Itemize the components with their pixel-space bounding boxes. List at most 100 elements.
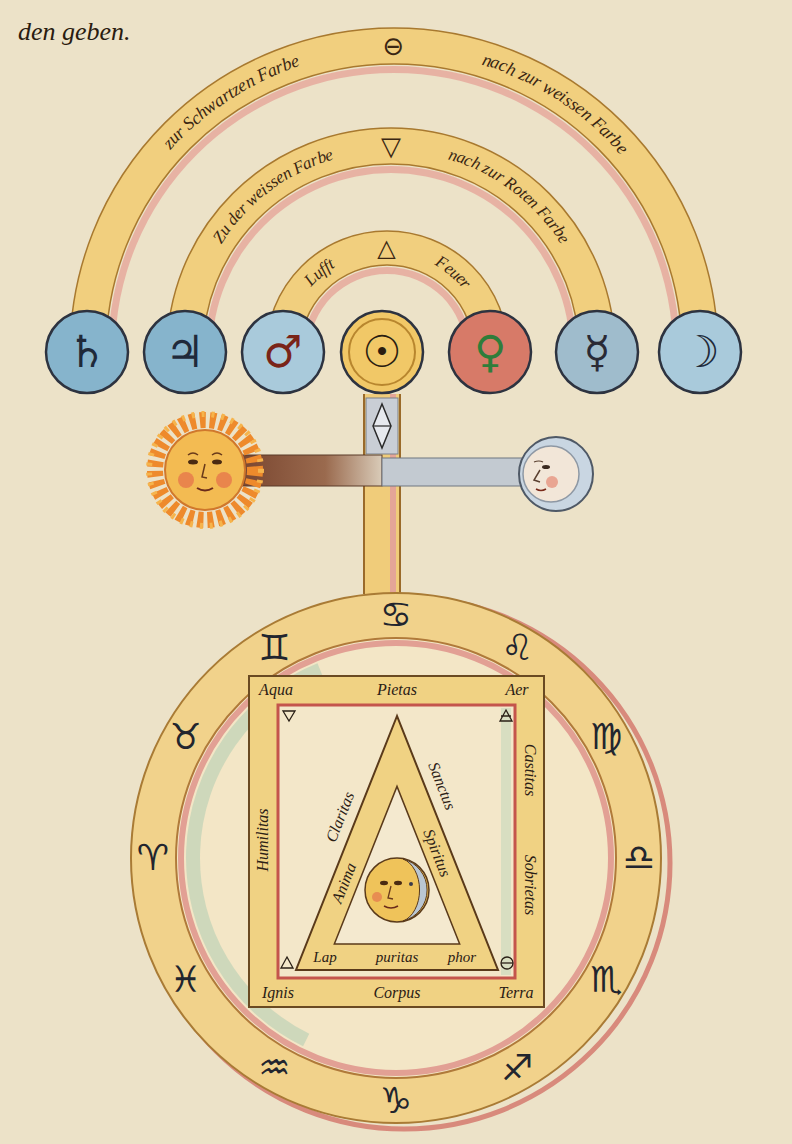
soul-triangle-part xyxy=(372,892,382,902)
zodiac-sign: ♍ xyxy=(590,717,622,757)
soul-triangle-part xyxy=(409,882,413,886)
planet-circle-part xyxy=(349,319,415,385)
stem-connector xyxy=(365,394,399,594)
zodiac-sign: ♉ xyxy=(169,717,201,757)
moon-face-part xyxy=(534,470,540,482)
note-text: den geben. xyxy=(18,18,131,47)
zodiac-ring-part xyxy=(176,638,616,1078)
sun-face-part xyxy=(216,472,232,488)
zodiac-sign: ♈ xyxy=(137,838,169,878)
sun-face-part xyxy=(155,420,255,520)
planet-circle: ♂ xyxy=(240,309,326,395)
planet-circle-part xyxy=(659,311,741,393)
planet-circle: ♀ xyxy=(447,309,533,395)
color-arc-band-outline xyxy=(70,28,718,352)
zodiac-ring: ClaritasAnimaSanctusSpiritusLappuritasph… xyxy=(130,592,662,1124)
sun-face-part xyxy=(188,453,222,455)
virtue-label: Terra xyxy=(499,984,534,1002)
zodiac-sign: ♑ xyxy=(380,1081,412,1121)
stem-outline xyxy=(363,394,401,594)
cross-arms xyxy=(240,455,524,486)
planet-circle: ☿ xyxy=(554,309,640,395)
cross-arms-part xyxy=(382,458,524,486)
sun-face-part xyxy=(178,472,194,488)
sun-face-part xyxy=(197,488,213,491)
moon-face-part xyxy=(536,489,546,491)
sun-face-part xyxy=(149,414,261,526)
virtue-label: Sobrietas xyxy=(521,855,539,915)
moon-face-part xyxy=(523,446,579,502)
arc-letter: △ xyxy=(377,235,395,261)
planet-symbol: ♃ xyxy=(165,328,204,376)
soul-triangle-part xyxy=(365,858,429,922)
planet-circle: ♄ xyxy=(44,309,130,395)
soul-triangle-part xyxy=(380,881,388,885)
planet-symbol: ☿ xyxy=(583,328,610,376)
planet-circle-part xyxy=(242,311,324,393)
planet-circle-part xyxy=(449,311,531,393)
planet-circle: ☉ xyxy=(339,309,425,395)
virtue-square-part xyxy=(281,710,513,969)
virtue-label: Ignis xyxy=(262,984,294,1002)
planet-circle: ☽ xyxy=(657,309,743,395)
zodiac-sign: ♋ xyxy=(380,595,412,635)
planet-symbol: ☉ xyxy=(362,328,401,376)
moon-face-part xyxy=(546,476,558,488)
diamond-window-part xyxy=(366,398,398,454)
sun-moon-face xyxy=(365,858,429,922)
soul-triangle-part xyxy=(296,716,498,970)
soul-triangle-part xyxy=(394,881,402,885)
color-arc-band-part xyxy=(108,66,680,352)
soul-triangle: ClaritasAnimaSanctusSpiritusLappuritasph… xyxy=(296,716,498,970)
virtue-label: Castitas xyxy=(521,744,539,796)
arc-text: zur Schwartzen Farbe xyxy=(70,28,718,352)
soul-triangle-part xyxy=(388,886,393,899)
moon-face-part xyxy=(534,461,543,462)
planet-circle-part xyxy=(556,311,638,393)
virtue-label: Aqua xyxy=(259,681,293,699)
sun-face-part xyxy=(188,460,198,465)
zodiac-sign: ♏ xyxy=(590,960,622,1000)
arc-letter: ⊖ xyxy=(383,32,405,61)
diamond-window xyxy=(366,398,398,454)
virtue-square-part xyxy=(501,708,511,975)
zodiac-sign: ♒ xyxy=(258,1049,290,1089)
planet-symbol: ♂ xyxy=(263,328,302,376)
planet-circle-part xyxy=(46,311,128,393)
virtue-square: ClaritasAnimaSanctusSpiritusLappuritasph… xyxy=(248,675,545,1008)
color-arc-band-part xyxy=(70,28,718,352)
arc-letter: ▽ xyxy=(381,132,401,161)
virtue-square-part xyxy=(500,710,512,721)
zodiac-sign: ♐ xyxy=(501,1049,533,1089)
virtue-label: Corpus xyxy=(373,984,420,1002)
sun-face-part xyxy=(212,460,222,465)
soul-triangle-outline xyxy=(296,716,498,970)
planet-symbol: ♀ xyxy=(474,328,506,376)
virtue-square-part xyxy=(249,676,544,1007)
planet-symbol: ♄ xyxy=(67,328,106,376)
planet-circle-part xyxy=(341,311,423,393)
virtue-square-part xyxy=(283,711,295,721)
zodiac-sign: ♓ xyxy=(169,960,201,1000)
virtue-square-part xyxy=(501,957,513,969)
triangle-label: Lap xyxy=(313,949,336,966)
virtue-square-part xyxy=(501,962,513,963)
zodiac-sign: ♊ xyxy=(258,628,290,668)
zodiac-sign: ♎ xyxy=(623,838,655,878)
color-arc-band-part xyxy=(70,28,718,352)
virtue-label: Pietas xyxy=(377,681,417,699)
arc-text: ⊖ xyxy=(70,28,718,352)
diamond-window-part xyxy=(373,404,391,448)
virtue-square-part xyxy=(281,957,293,968)
soul-triangle-part xyxy=(403,859,427,921)
virtue-square-part xyxy=(278,705,515,978)
sun-face-part xyxy=(165,430,245,510)
arc-text: nach zur weissen Farbe xyxy=(70,28,718,352)
zodiac-ring-part xyxy=(131,593,661,1123)
triangle-label: puritas xyxy=(376,949,419,966)
planet-circle-part xyxy=(144,311,226,393)
sun-face-part xyxy=(202,464,207,478)
zodiac-ring-part xyxy=(181,643,611,1073)
